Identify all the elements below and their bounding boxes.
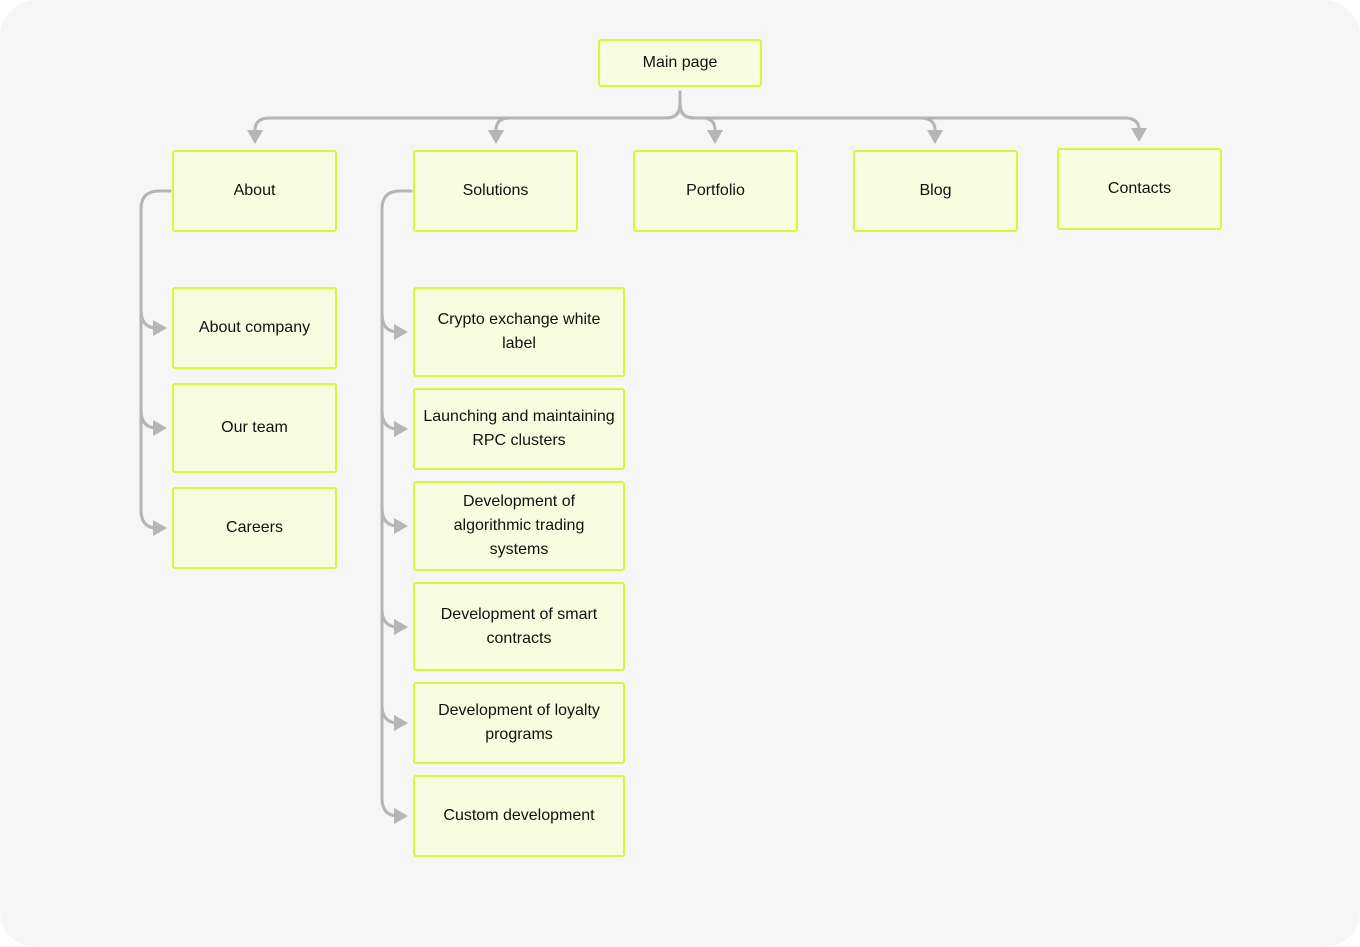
arrow-contacts [1131,128,1147,142]
arrow-about [247,130,263,144]
connector-root-portfolio [678,90,717,132]
node-about[interactable]: About [172,150,337,232]
arrow-our-team [153,420,167,436]
node-loyalty-programs[interactable]: Development of loyalty programs [413,682,625,764]
node-about-company[interactable]: About company [172,287,337,369]
connector-root-solutions [494,90,682,132]
arrow-custom-development [394,808,408,824]
arrow-about-company [153,320,167,336]
node-smart-contracts[interactable]: Development of smart contracts [413,582,625,671]
node-our-team[interactable]: Our team [172,383,337,473]
node-main-page[interactable]: Main page [598,39,762,87]
node-contacts[interactable]: Contacts [1057,148,1222,230]
node-algorithmic-trading[interactable]: Development of algorithmic trading syste… [413,481,625,571]
node-crypto-exchange-white-label[interactable]: Crypto exchange white label [413,287,625,377]
arrow-rpc-clusters [394,421,408,437]
connector-root-about [253,90,682,132]
connector-about-trunk [139,189,172,530]
arrow-algo-trading [394,518,408,534]
arrow-careers [153,520,167,536]
arrow-crypto-exchange [394,324,408,340]
node-portfolio[interactable]: Portfolio [633,150,798,232]
arrow-smart-contracts [394,619,408,635]
node-solutions[interactable]: Solutions [413,150,578,232]
node-custom-development[interactable]: Custom development [413,775,625,857]
node-rpc-clusters[interactable]: Launching and maintaining RPC clusters [413,388,625,470]
arrow-loyalty-programs [394,715,408,731]
connector-root-blog [678,90,937,132]
connector-root-contacts [678,90,1141,132]
arrow-solutions [488,130,504,144]
connector-solutions-trunk [380,189,413,818]
node-blog[interactable]: Blog [853,150,1018,232]
arrow-blog [927,130,943,144]
node-careers[interactable]: Careers [172,487,337,569]
arrow-portfolio [707,130,723,144]
